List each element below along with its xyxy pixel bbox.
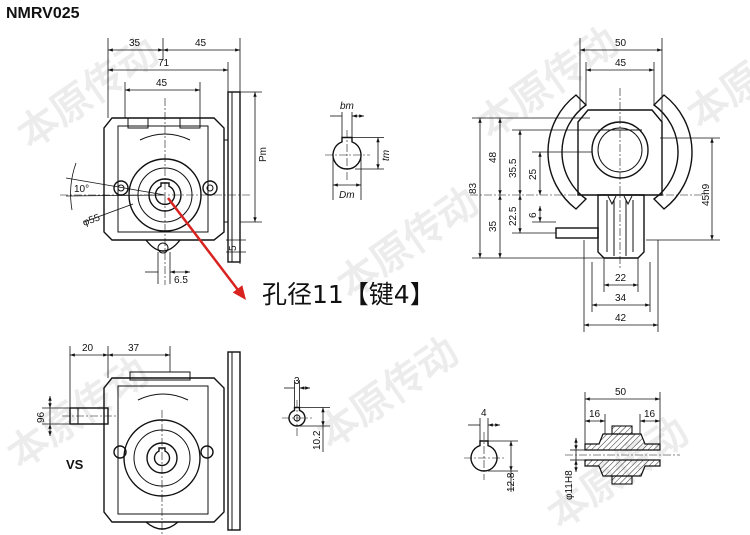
dim-tm: tm: [381, 150, 392, 161]
watermark-text: 本原传动: [469, 19, 626, 148]
dim-bm: bm: [340, 101, 354, 112]
dim-20: 20: [82, 343, 94, 354]
dim-3: 3: [294, 376, 300, 387]
dim-83: 83: [468, 182, 479, 194]
dim-45h9: 45h9: [701, 183, 712, 206]
dim-dm: Dm: [339, 190, 355, 201]
dim-96: 96: [36, 411, 47, 423]
dim-16-left: 16: [589, 409, 601, 420]
side-view-drawing: 50 45 83 48 35.5 25 45h9 35 22.5 6 22 34…: [468, 38, 720, 332]
vs-label: VS: [66, 457, 84, 472]
watermark-layer: 本原传动 本原传动 本原传动 本原传动 本原传动 本原传动 本原传动: [0, 9, 750, 535]
dim-37: 37: [128, 343, 140, 354]
dim-50-shaft: 50: [615, 387, 627, 398]
vs-view-drawing: 20 37 96 VS: [36, 343, 241, 535]
keyway-section-top: bm tm Dm: [325, 101, 392, 201]
bore-callout-arrow: [167, 197, 246, 300]
dim-35: 35: [129, 38, 141, 49]
watermark-text: 本原传动: [679, 9, 750, 138]
front-view-drawing: 35 45 71 45 Pm 10° φ55 5 6.5: [60, 38, 269, 286]
dim-10-2: 10.2: [312, 430, 323, 450]
model-title: NMRV025: [6, 5, 80, 22]
dim-45-inner: 45: [156, 78, 168, 89]
dim-35-5: 35.5: [508, 158, 519, 178]
dim-48: 48: [488, 151, 499, 163]
dim-45: 45: [615, 58, 627, 69]
dim-4: 4: [481, 408, 487, 419]
dim-12-8: 12.8: [506, 472, 517, 492]
dim-dia-55: φ55: [81, 212, 102, 229]
dim-34: 34: [615, 293, 627, 304]
dim-35-lower: 35: [488, 220, 499, 232]
output-shaft-drawing: 50 16 16 φ11H8: [564, 387, 680, 500]
dim-16-right: 16: [644, 409, 656, 420]
dim-5: 5: [228, 245, 239, 251]
dim-6-5: 6.5: [174, 275, 188, 286]
keyway-section-output: 4 12.8: [464, 408, 518, 492]
watermark-text: 本原传动: [309, 329, 466, 458]
dim-angle-10: 10°: [74, 184, 89, 195]
keyway-section-input: 3 10.2: [282, 376, 330, 452]
bore-key-annotation: 孔径11【键4】: [262, 280, 435, 309]
dim-45-top: 45: [195, 38, 207, 49]
dim-25: 25: [528, 168, 539, 180]
dim-71: 71: [158, 58, 170, 69]
dim-dia-11h8: φ11H8: [564, 470, 575, 500]
dim-6: 6: [528, 212, 539, 218]
dim-22: 22: [615, 273, 627, 284]
dim-50: 50: [615, 38, 627, 49]
dim-22-5: 22.5: [508, 206, 519, 226]
dim-42: 42: [615, 313, 627, 324]
dim-pm: Pm: [258, 147, 269, 162]
